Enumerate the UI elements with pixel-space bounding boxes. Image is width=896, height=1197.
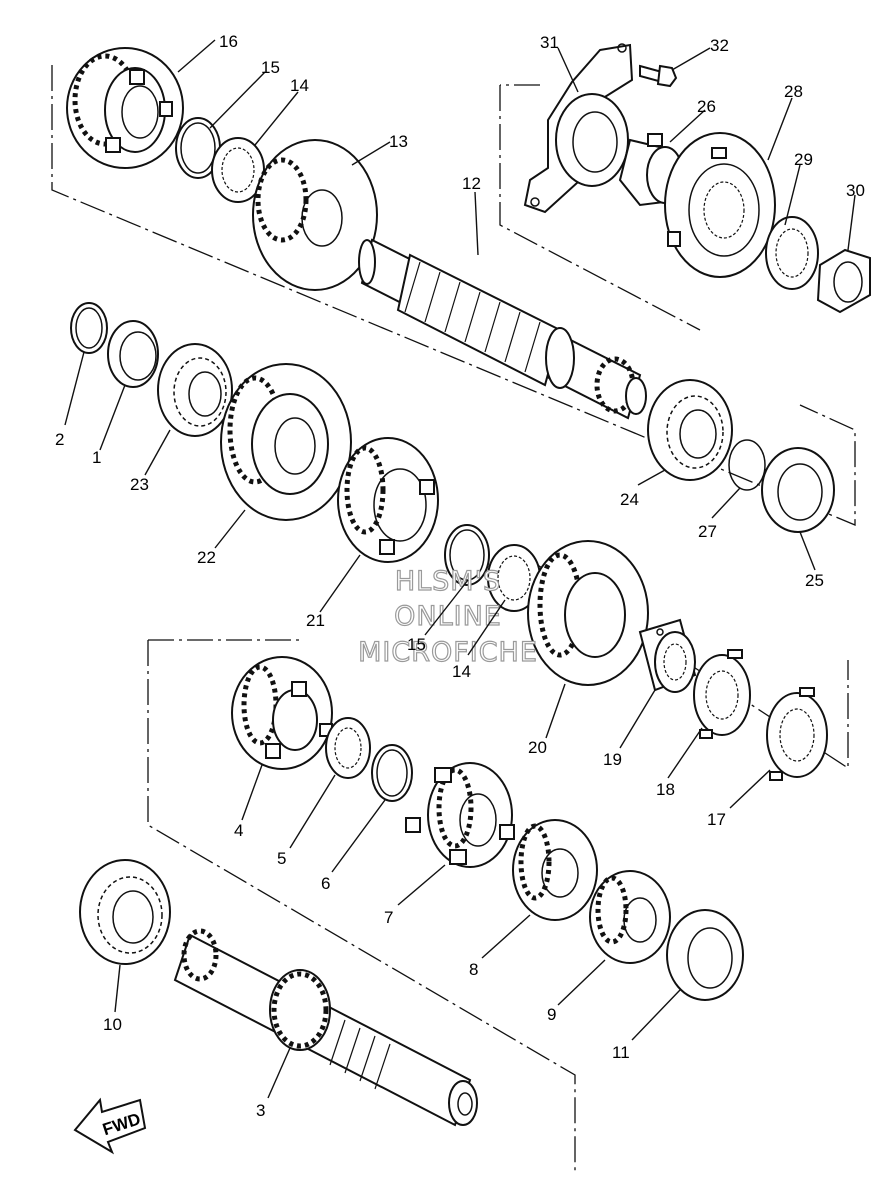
callout-31: 31 <box>540 33 559 52</box>
callout-12: 12 <box>462 174 481 193</box>
callout-6: 6 <box>321 874 330 893</box>
callout-26: 26 <box>697 97 716 116</box>
part-12-main-shaft <box>358 238 647 420</box>
part-1-collar <box>107 320 159 388</box>
callout-16: 16 <box>219 32 238 51</box>
callout-11: 11 <box>612 1043 630 1062</box>
part-24-bearing <box>647 379 733 481</box>
callout-29: 29 <box>794 150 813 169</box>
watermark-line-3: MICROFICHE <box>358 637 538 668</box>
part-15-circlip <box>175 117 221 179</box>
callout-28: 28 <box>784 82 803 101</box>
callout-5: 5 <box>277 849 286 868</box>
part-16-gear <box>66 47 184 169</box>
callout-23: 23 <box>130 475 149 494</box>
part-29-lock-washer <box>765 216 819 290</box>
part-22-gear <box>220 363 352 521</box>
callout-21: 21 <box>306 611 325 630</box>
callout-2: 2 <box>55 430 64 449</box>
callout-32: 32 <box>710 36 729 55</box>
callout-3: 3 <box>256 1101 265 1120</box>
watermark-line-2: ONLINE <box>394 601 502 632</box>
part-3-drive-axle <box>173 928 478 1127</box>
part-2-circlip <box>70 302 108 354</box>
callout-14: 14 <box>290 76 309 95</box>
callout-10: 10 <box>103 1015 122 1034</box>
callout-labels: 16 15 14 13 12 31 32 26 28 29 30 2 1 23 … <box>55 32 865 1120</box>
callout-27: 27 <box>698 522 717 541</box>
callout-15: 15 <box>261 58 280 77</box>
callout-20: 20 <box>528 738 547 757</box>
callout-22: 22 <box>197 548 216 567</box>
leader-lines <box>64 39 856 1099</box>
part-28-sprocket <box>664 132 776 278</box>
part-31-bracket <box>523 43 634 214</box>
part-23-bearing <box>157 343 233 437</box>
part-21-gear <box>337 437 439 563</box>
callout-30: 30 <box>846 181 865 200</box>
part-10-bearing <box>79 859 171 965</box>
callout-1: 1 <box>92 448 101 467</box>
part-27-o-ring <box>728 439 766 491</box>
part-30-nut <box>816 248 871 314</box>
callout-9: 9 <box>547 1005 556 1024</box>
callout-8: 8 <box>469 960 478 979</box>
part-7-gear <box>405 762 515 868</box>
part-11-bearing <box>666 909 744 1001</box>
callout-24: 24 <box>620 490 639 509</box>
callout-13: 13 <box>389 132 408 151</box>
callout-15-lower: 15 <box>407 635 426 654</box>
callout-14-lower: 14 <box>452 662 471 681</box>
watermark-line-1: HLSM'S <box>395 566 501 597</box>
part-5-washer <box>325 717 371 779</box>
part-8-gear <box>512 819 598 921</box>
callout-25: 25 <box>805 571 824 590</box>
part-4-gear <box>231 656 333 770</box>
part-14-washer <box>211 137 265 203</box>
part-15-circlip-lower <box>444 524 490 586</box>
fwd-arrow-icon: FWD <box>73 1097 147 1155</box>
callout-18: 18 <box>656 780 675 799</box>
part-32-bolt <box>639 64 678 88</box>
part-9-gear <box>589 870 671 964</box>
part-17-washer <box>766 687 828 781</box>
callout-19: 19 <box>603 750 622 769</box>
part-13-gear <box>252 139 378 291</box>
part-18-washer <box>693 649 751 739</box>
part-19-bushing <box>638 618 697 693</box>
part-25-oil-seal <box>761 447 835 533</box>
callout-7: 7 <box>384 908 393 927</box>
watermark: HLSM'S ONLINE MICROFICHE <box>357 565 538 668</box>
part-6-circlip <box>371 744 413 802</box>
part-20-gear <box>527 540 649 686</box>
callout-17: 17 <box>707 810 726 829</box>
callout-4: 4 <box>234 821 243 840</box>
